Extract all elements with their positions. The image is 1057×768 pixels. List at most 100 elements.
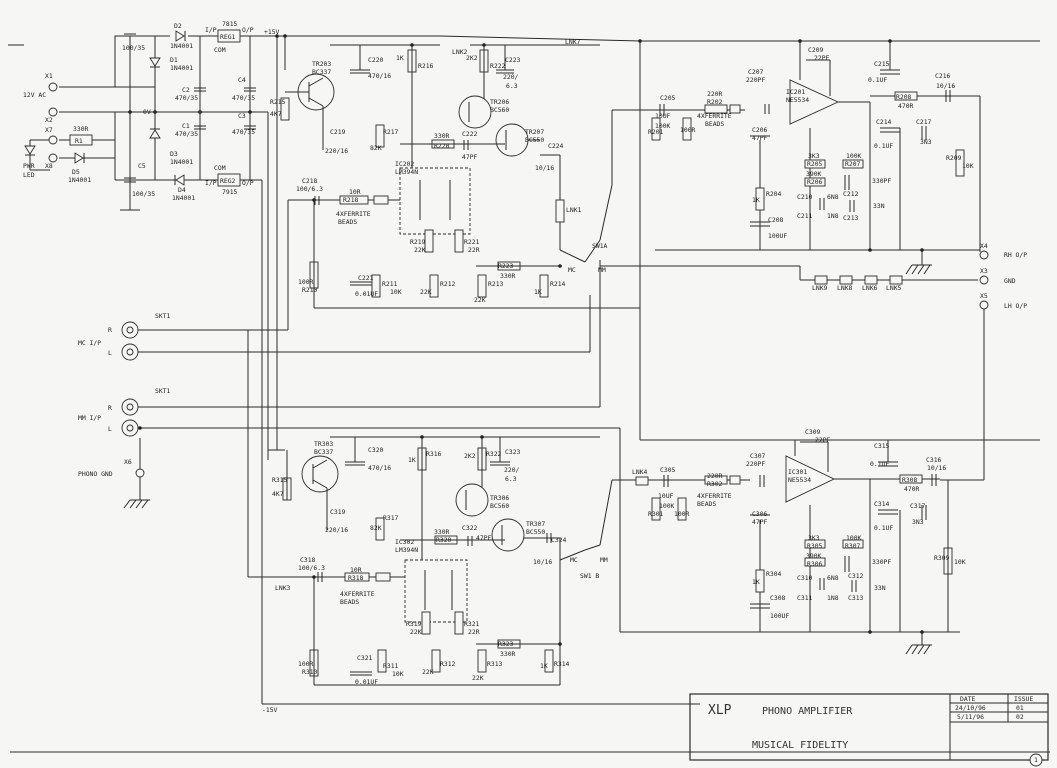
- input-labels: SKT1 R MC I/P L SKT1 R MM I/P L X6 PHONO…: [78, 312, 171, 478]
- label-r323: R323: [498, 640, 514, 648]
- label-d4: D4: [178, 186, 186, 194]
- label-c1-val: 470/35: [175, 130, 198, 138]
- label-r204: R204: [766, 190, 782, 198]
- label-c321-val: 0.01UF: [355, 678, 378, 686]
- label-x1: X1: [45, 72, 53, 80]
- label-lh-op: LH O/P: [1004, 302, 1027, 310]
- label-reg1: REG1: [220, 33, 236, 41]
- label-tr306-type: BC560: [490, 502, 509, 510]
- label-c317: C317: [910, 502, 926, 510]
- label-c218: C218: [302, 177, 318, 185]
- label-c320: C320: [368, 446, 384, 454]
- label-r213-val: 22K: [474, 296, 486, 304]
- label-r222-val: 2K2: [466, 54, 478, 62]
- riaa-stage-upper: [600, 41, 981, 430]
- label-r317: R317: [383, 514, 399, 522]
- label-r302-val: 220R: [707, 472, 723, 480]
- label-x4: X4: [980, 242, 988, 250]
- label-mm-r: R: [108, 404, 112, 412]
- label-c311: C311: [797, 594, 813, 602]
- label-r204-val: 1K: [752, 196, 760, 204]
- label-tr306: TR306: [490, 494, 509, 502]
- label-x7: X7: [45, 126, 53, 134]
- label-c215: C215: [874, 60, 890, 68]
- label-c4: C4: [238, 76, 246, 84]
- label-c305-val: 10UF: [658, 492, 674, 500]
- channel-3-labels: TR303 BC337 R315 4K7 C320 470/16 C319 22…: [272, 428, 966, 686]
- label-c212: C212: [843, 190, 859, 198]
- label-c323-val2: 6.3: [505, 475, 517, 483]
- label-c315: C315: [874, 442, 890, 450]
- label-c318: C318: [300, 556, 316, 564]
- label-d2: D2: [174, 22, 182, 30]
- label-r301: R301: [648, 510, 664, 518]
- label-d5-val: 1N4001: [68, 176, 91, 184]
- title-company: MUSICAL FIDELITY: [752, 740, 848, 751]
- label-c222-val: 47PF: [462, 153, 478, 161]
- label-r319-val: 22K: [410, 628, 422, 636]
- label-c205-val: 10UF: [655, 112, 671, 120]
- label-lnk5: LNK5: [886, 284, 902, 292]
- label-c224: C224: [548, 142, 564, 150]
- title-block: XLP PHONO AMPLIFIER MUSICAL FIDELITY DAT…: [689, 693, 1049, 767]
- label-r308-val: 470R: [904, 485, 920, 493]
- label-r213: R213: [488, 280, 504, 288]
- label-r321-val: 22R: [468, 628, 480, 636]
- label-tr206-type: BC560: [490, 106, 509, 114]
- label-ic202-type: LM394N: [395, 168, 418, 176]
- label-x6: X6: [124, 458, 132, 466]
- label-ic301-type: NE5534: [788, 476, 811, 484]
- label-c211-val: 1N8: [827, 212, 839, 220]
- label-led: LED: [23, 171, 35, 179]
- label-lnk7: LNK7: [565, 38, 581, 46]
- label-neg15: -15V: [262, 706, 278, 714]
- label-r316-val: 1K: [408, 456, 416, 464]
- label-c306: C306: [752, 510, 768, 518]
- label-c319: C319: [330, 508, 346, 516]
- label-r201: R201: [648, 128, 664, 136]
- label-r311-val: 10K: [392, 670, 404, 678]
- label-lnk8: LNK8: [837, 284, 853, 292]
- junction-dots: [138, 34, 924, 646]
- label-c207-val: 220PF: [746, 76, 765, 84]
- label-beads: 4XFERRITE: [336, 210, 371, 218]
- label-c315-val: 0.1UF: [870, 460, 889, 468]
- label-c211: C211: [797, 212, 813, 220]
- label-c214-val: 0.1UF: [874, 142, 893, 150]
- label-r214: R214: [550, 280, 566, 288]
- label-r206: R206: [807, 178, 823, 186]
- title-sheet-number: 1: [1034, 756, 1038, 764]
- label-lnk1: LNK1: [566, 206, 582, 214]
- title-subtitle: PHONO AMPLIFIER: [762, 706, 853, 717]
- label-c220: C220: [368, 56, 384, 64]
- label-r314: R314: [554, 660, 570, 668]
- label-r212: R212: [440, 280, 456, 288]
- label-r210-val: 100R: [298, 278, 314, 286]
- label-c312-val: 330PF: [872, 558, 891, 566]
- label-rh-op: RH O/P: [1004, 251, 1027, 259]
- label-c316-val: 10/16: [927, 464, 946, 472]
- label-r211: R211: [382, 280, 398, 288]
- label-r207-val: 100K: [846, 152, 862, 160]
- label-c6-val: 100/35: [122, 44, 145, 52]
- label-r308: R308: [902, 476, 918, 484]
- label-r312-val: 22K: [422, 668, 434, 676]
- label-r223-val: 330R: [500, 272, 516, 280]
- label-r318: R318: [348, 574, 364, 582]
- label-c219-val: 220/16: [325, 147, 348, 155]
- label-c215-val: 0.1UF: [868, 76, 887, 84]
- label-reg2-com: COM: [214, 164, 226, 172]
- label-r220-val: 330R: [434, 132, 450, 140]
- label-c310: C310: [797, 574, 813, 582]
- label-r304-val: 1K: [752, 578, 760, 586]
- label-c223-val2: 6.3: [506, 82, 518, 90]
- power-supply-labels: X1 12V AC X2 X7 X8 330R R1 PWR LED D5 1N…: [23, 20, 280, 714]
- label-c307: C307: [750, 452, 766, 460]
- label-c207: C207: [748, 68, 764, 76]
- title-date-header: DATE: [960, 695, 976, 703]
- label-r303-val: 100R: [674, 510, 690, 518]
- label-ic302: IC302: [395, 538, 414, 546]
- label-beads3: 4XFERRITE: [340, 590, 375, 598]
- label-r221-val: 22R: [468, 246, 480, 254]
- link-labels: LNK2 LNK7 LNK3 LNK4 LNK9 LNK8 LNK6 LNK5: [275, 38, 902, 592]
